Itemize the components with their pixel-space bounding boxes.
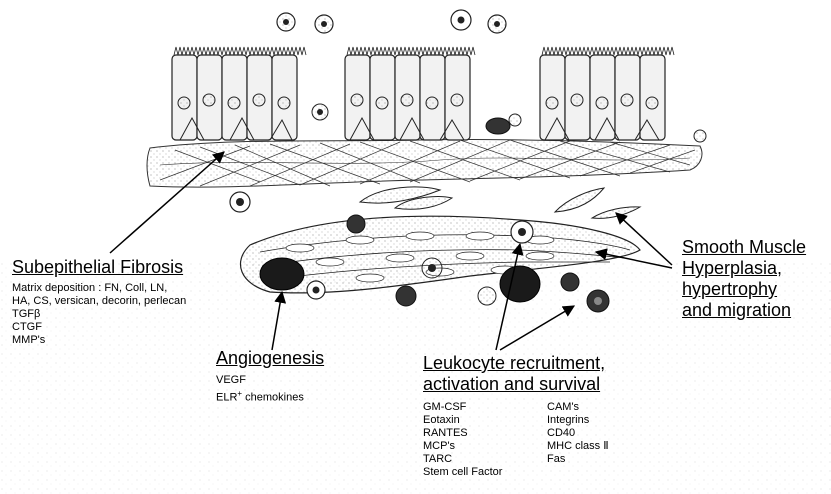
smooth-muscle-heading: Smooth Muscle Hyperplasia, hypertrophy a…: [682, 237, 806, 321]
matrix-band: [147, 139, 702, 187]
epithelium-right: [540, 47, 674, 140]
fibrosis-list: Matrix deposition : FN, Coll, LN, HA, CS…: [12, 282, 186, 347]
leukocyte-list-col1: GM-CSF Eotaxin RANTES MCP's TARC Stem ce…: [423, 401, 502, 479]
leukocyte-heading: Leukocyte recruitment, activation and su…: [423, 353, 605, 395]
leukocyte-item: TARC: [423, 453, 502, 466]
leukocyte-item: CAM's: [547, 401, 609, 414]
leukocyte-list-col2: CAM's Integrins CD40 MHC class Ⅱ Fas: [547, 401, 609, 466]
angiogenesis-item-elr: ELR+ chemokines: [216, 387, 304, 405]
fibroblasts: [230, 187, 640, 219]
angiogenesis-item-vegf: VEGF: [216, 374, 246, 387]
leukocyte-item: MCP's: [423, 440, 502, 453]
leukocyte-item: GM-CSF: [423, 401, 502, 414]
epithelium-left: [172, 47, 306, 140]
fibrosis-item: Matrix deposition : FN, Coll, LN,: [12, 282, 186, 295]
fibrosis-item: HA, CS, versican, decorin, perlecan: [12, 295, 186, 308]
leukocyte-item: Stem cell Factor: [423, 466, 502, 479]
fibrosis-item: TGFβ: [12, 308, 186, 321]
leukocyte-item: Integrins: [547, 414, 609, 427]
fibrosis-item: MMP's: [12, 334, 186, 347]
leukocyte-item: RANTES: [423, 427, 502, 440]
leukocyte-item: MHC class Ⅱ: [547, 440, 609, 453]
fibrosis-item: CTGF: [12, 321, 186, 334]
floating-cells-top: [277, 10, 506, 33]
angiogenesis-heading: Angiogenesis: [216, 348, 324, 369]
leukocyte-item: CD40: [547, 427, 609, 440]
epithelium-center: [345, 47, 475, 140]
leukocyte-item: Fas: [547, 453, 609, 466]
leukocyte-item: Eotaxin: [423, 414, 502, 427]
fibrosis-heading: Subepithelial Fibrosis: [12, 257, 183, 278]
